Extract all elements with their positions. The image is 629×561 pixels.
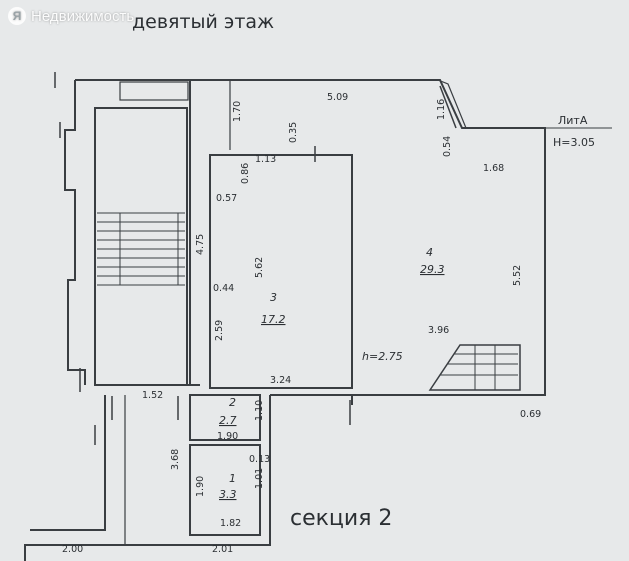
dim-label: 0.13 [249, 454, 270, 465]
room-area-2: 2.7 [219, 414, 237, 427]
room-area-4: 29.3 [420, 263, 445, 276]
dim-label: 1.82 [220, 518, 241, 529]
dim-label: 3.68 [170, 449, 181, 470]
dim-label: 0.35 [288, 122, 299, 143]
room-number-4: 4 [426, 246, 433, 259]
stair-treads-right [440, 345, 518, 390]
dim-label: 1.13 [255, 154, 276, 165]
wall-lines [24, 79, 546, 561]
yandex-logo-icon: Я [8, 7, 26, 25]
dim-label: 5.62 [254, 257, 265, 278]
dim-label: 0.54 [442, 136, 453, 157]
room-number-2: 2 [229, 396, 236, 409]
dim-label: 3.24 [270, 375, 291, 386]
dim-label: 2.59 [214, 320, 225, 341]
dim-label: 2.00 [62, 544, 83, 555]
dim-label: 1.01 [254, 468, 265, 489]
watermark-text: Недвижимость [31, 7, 135, 25]
dim-label: 3.96 [428, 325, 449, 336]
dim-label: 0.86 [240, 163, 251, 184]
watermark: Я Недвижимость [8, 7, 134, 25]
dim-label: 2.01 [212, 544, 233, 555]
lit-label: ЛитА [558, 114, 588, 127]
height-label: H=3.05 [553, 136, 595, 149]
dim-label: 1.10 [254, 400, 265, 421]
dim-label: 1.90 [217, 431, 238, 442]
section-label: секция 2 [290, 506, 392, 531]
dim-label: 5.09 [327, 92, 348, 103]
plan-title: девятый этаж [132, 11, 274, 33]
room-number-3: 3 [270, 291, 277, 304]
dim-label: 0.44 [213, 283, 234, 294]
dim-label: 4.75 [195, 234, 206, 255]
dim-label: 0.69 [520, 409, 541, 420]
room-area-1: 3.3 [219, 488, 237, 501]
door-marks [54, 72, 351, 445]
dim-label: 1.52 [142, 390, 163, 401]
dim-label: 1.70 [232, 101, 243, 122]
dim-label: 1.16 [436, 99, 447, 120]
dim-label: 1.90 [195, 476, 206, 497]
room-area-3: 17.2 [261, 313, 286, 326]
room-number-1: 1 [229, 472, 236, 485]
dim-label: 1.68 [483, 163, 504, 174]
stair-treads-left [97, 212, 185, 286]
inner-height-label: h=2.75 [362, 350, 403, 363]
dim-label: 0.57 [216, 193, 237, 204]
dim-label: 5.52 [512, 265, 523, 286]
